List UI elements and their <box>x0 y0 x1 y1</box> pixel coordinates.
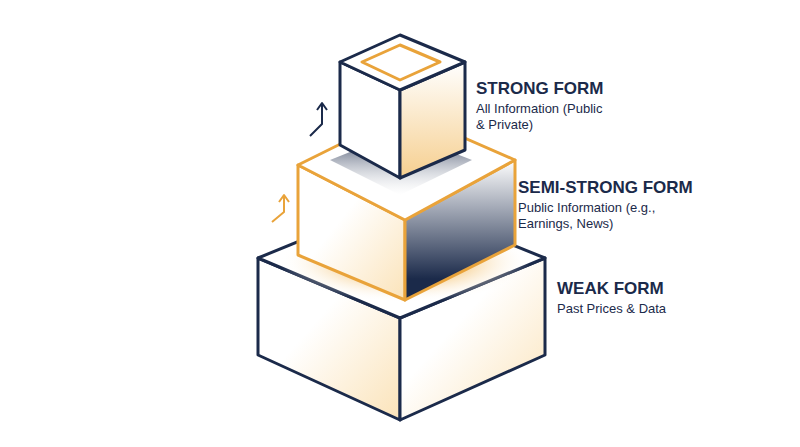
top-inlay <box>362 45 440 80</box>
up-arrow-head <box>317 103 327 110</box>
form-level: WEAK FORM Past Prices & Data <box>557 279 757 317</box>
form-level: SEMI-STRONG FORMPublic Information (e.g.… <box>518 178 664 232</box>
level-description: Past Prices & Data <box>557 301 757 317</box>
level-heading: STRONG FORM <box>476 79 606 99</box>
level-heading: SEMI-STRONG FORM <box>518 178 664 198</box>
up-arrow <box>272 196 284 222</box>
level-heading: WEAK FORM <box>557 279 757 299</box>
level-description: All Information (Public & Private) <box>476 101 606 133</box>
form-level: STRONG FORMAll Information (Public & Pri… <box>476 79 606 133</box>
strong-box-top <box>340 35 465 90</box>
up-arrow <box>310 104 322 136</box>
level-description: Public Information (e.g., Earnings, News… <box>518 200 664 232</box>
up-arrow-head <box>279 195 289 202</box>
